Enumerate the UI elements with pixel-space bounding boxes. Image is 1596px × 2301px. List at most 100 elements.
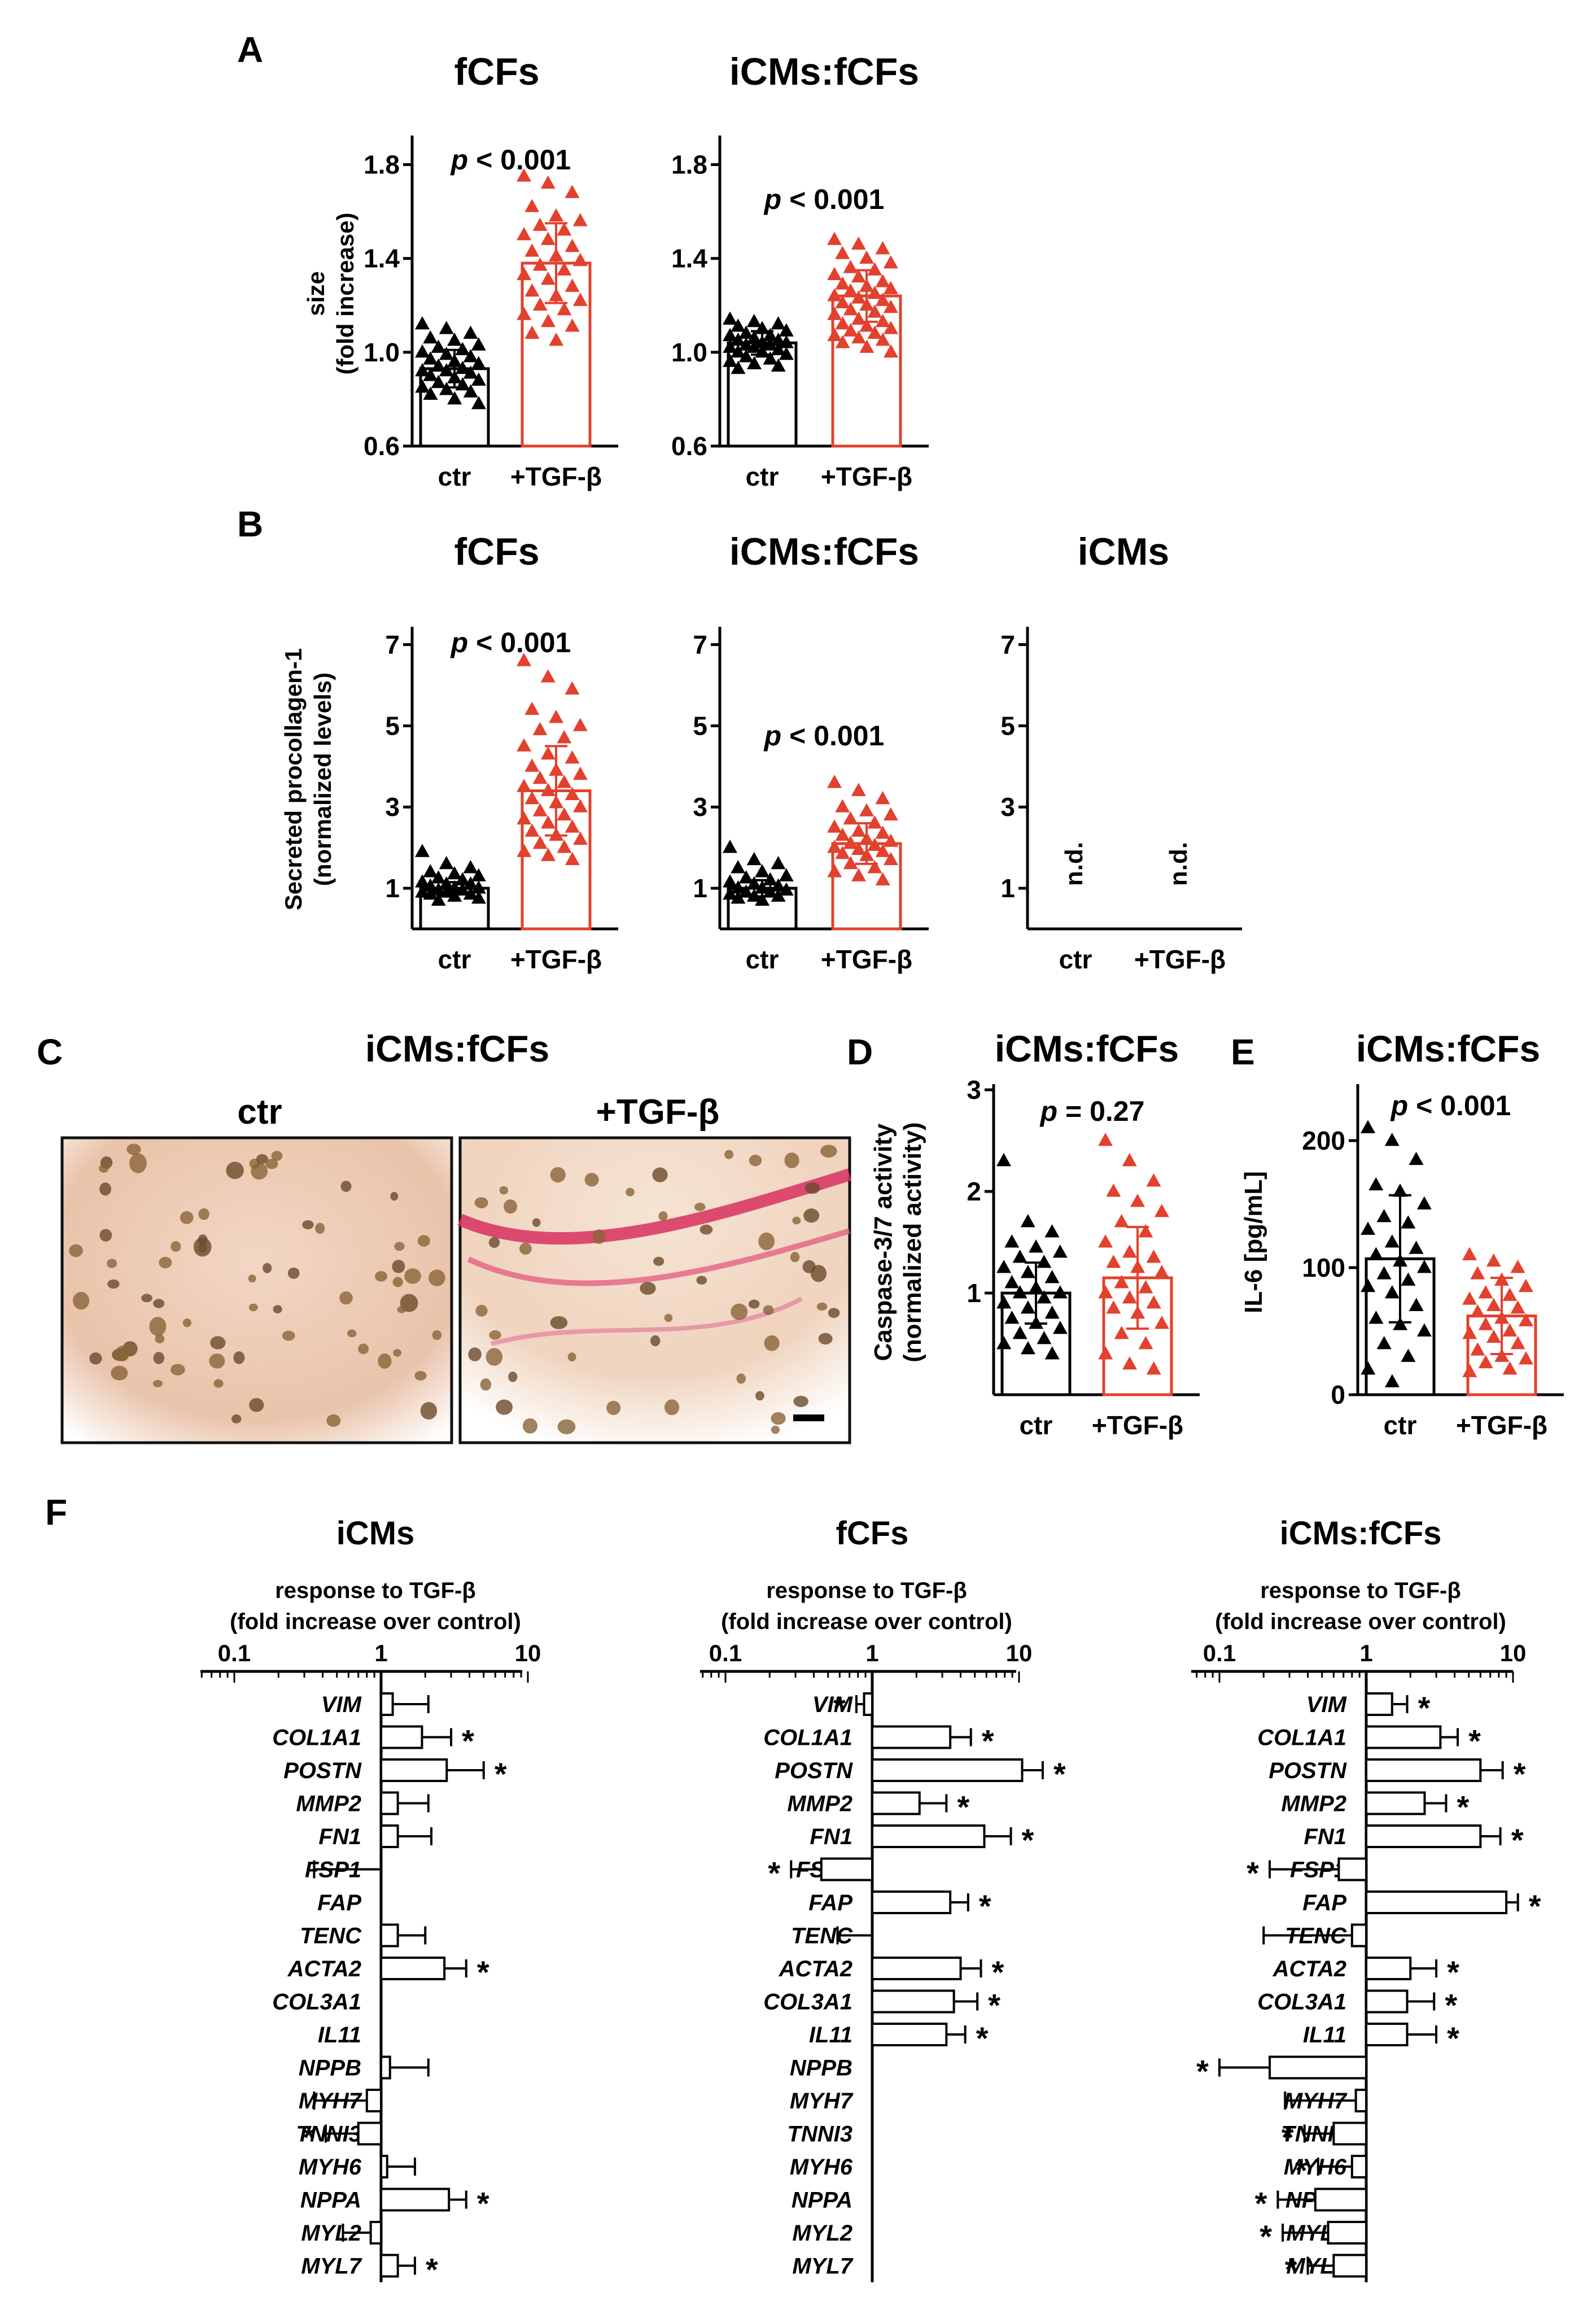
gene-label: FAP [317, 1890, 361, 1915]
y-tick-label: 3 [385, 792, 400, 822]
data-point [883, 281, 898, 295]
cell-nucleus [393, 1349, 402, 1357]
significance-star: * [1196, 2054, 1209, 2089]
y-tick-label: 1 [967, 1278, 981, 1308]
data-point [884, 321, 899, 334]
x-tick-label: 0.1 [709, 1640, 742, 1666]
y-axis-label: Caspase-3/7 activity(normalized activity… [869, 1122, 926, 1362]
data-point [771, 342, 786, 356]
gene-label: TENC [300, 1924, 362, 1949]
data-point [1012, 1285, 1027, 1299]
data-point [843, 260, 858, 273]
bar [871, 1725, 952, 1749]
data-point [447, 866, 462, 880]
cell-nucleus [584, 1173, 599, 1187]
gene-label: ACTA2 [287, 1957, 361, 1981]
y-tick-label: 5 [693, 711, 707, 740]
cell-nucleus [771, 1425, 780, 1434]
cell-nucleus [390, 1191, 399, 1201]
bar [1332, 2121, 1368, 2146]
data-point [723, 840, 737, 853]
data-point [1020, 1300, 1035, 1314]
data-point [423, 386, 438, 400]
data-point [1114, 1213, 1129, 1228]
data-point [439, 363, 454, 377]
cell-nucleus [99, 1229, 112, 1242]
data-point [875, 844, 890, 857]
x-axis-label-line2: (fold increase over control) [1215, 1609, 1506, 1634]
data-point [1146, 1173, 1161, 1187]
data-point [835, 827, 850, 841]
x-axis-label: response to TGF-β [766, 1578, 967, 1603]
data-point [867, 815, 882, 829]
significance-star: * [477, 1954, 489, 1990]
data-point [540, 272, 556, 285]
data-point [1510, 1259, 1525, 1273]
p-value-annotation: p < 0.001 [763, 184, 885, 215]
data-point [1146, 1249, 1161, 1263]
data-point [532, 257, 548, 271]
y-tick-label: 1.4 [671, 244, 707, 273]
x-tick-label: ctr [746, 945, 779, 974]
cell-nucleus [273, 1305, 282, 1313]
data-point [779, 323, 794, 337]
data-point [423, 330, 438, 344]
data-point [1114, 1325, 1129, 1339]
cell-nucleus [394, 1242, 405, 1251]
cell-nucleus [784, 1152, 799, 1168]
cell-nucleus [69, 1244, 83, 1258]
data-point [771, 855, 786, 870]
p-value-annotation: p < 0.001 [763, 720, 885, 752]
data-point [415, 884, 430, 898]
bar [1365, 1725, 1442, 1749]
cell-nucleus [793, 1395, 808, 1407]
data-point [1130, 1193, 1145, 1207]
cell-nucleus [428, 1269, 445, 1286]
data-point [827, 328, 842, 342]
data-point [1478, 1285, 1493, 1299]
data-point [517, 168, 531, 182]
data-point [827, 288, 842, 302]
cell-nucleus [129, 1153, 147, 1173]
significance-star: * [1457, 1789, 1470, 1825]
bar [1365, 1890, 1508, 1914]
bar [380, 2188, 451, 2212]
chart-title: iCMs:fCFs [729, 50, 919, 93]
bar [1337, 1857, 1367, 1881]
cell-nucleus [432, 1330, 442, 1340]
data-point [532, 770, 548, 784]
data-point [471, 890, 486, 904]
bar [380, 2055, 391, 2080]
data-point [1470, 1342, 1485, 1356]
cell-nucleus [694, 1203, 706, 1211]
chart-title: fCFs [454, 530, 539, 573]
gene-label: COL1A1 [763, 1726, 852, 1750]
data-point [423, 351, 438, 365]
data-point [524, 758, 540, 772]
bar [871, 1989, 955, 2014]
data-point [471, 372, 486, 386]
y-tick-label: 3 [967, 1075, 981, 1104]
data-point [1106, 1254, 1121, 1268]
p-symbol: p [1039, 1095, 1058, 1127]
data-point [746, 330, 762, 344]
y-tick-label: 1 [385, 874, 400, 903]
data-point [572, 799, 588, 813]
not-detected-label: n.d. [1060, 842, 1088, 886]
gene-label: VIM [1306, 1692, 1348, 1717]
cell-nucleus [696, 1276, 707, 1285]
cell-nucleus [271, 1151, 283, 1161]
x-tick-label: ctr [438, 462, 471, 491]
bar [820, 1857, 873, 1881]
cell-nucleus [567, 1352, 576, 1362]
bar [1365, 1692, 1393, 1716]
cell-nucleus [653, 1256, 664, 1266]
data-point [1486, 1298, 1501, 1311]
significance-star: * [1418, 1690, 1431, 1726]
data-point [851, 868, 866, 881]
data-point [875, 274, 890, 287]
bar [380, 1758, 448, 1782]
gene-label: MYL7 [301, 2254, 362, 2279]
y-tick-label: 1.8 [671, 150, 707, 180]
